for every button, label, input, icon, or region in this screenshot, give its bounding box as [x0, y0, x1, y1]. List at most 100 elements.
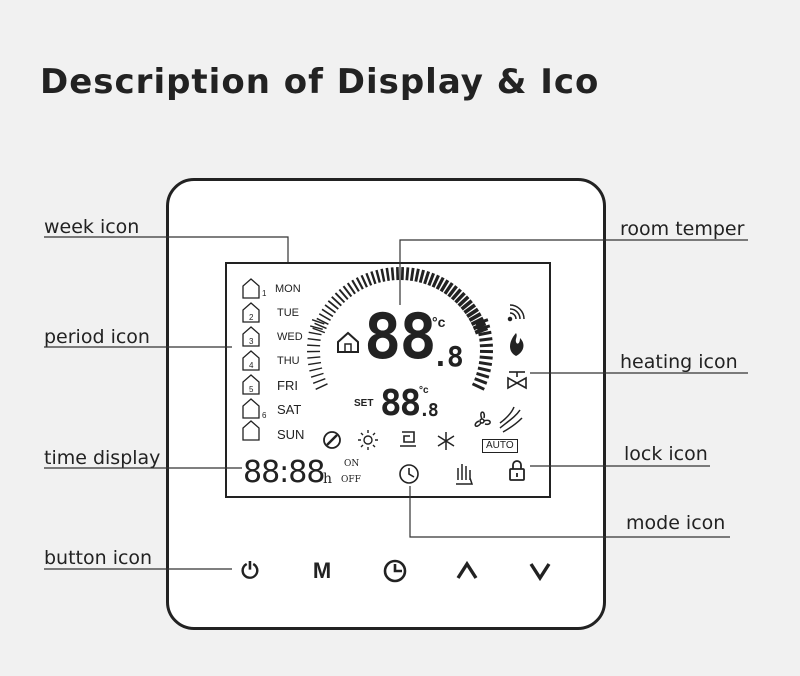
arc-tick [471, 382, 485, 391]
hand-icon [456, 464, 474, 485]
period-5-icon [242, 374, 260, 395]
lock-icon [509, 460, 525, 481]
arc-tick [435, 276, 445, 290]
arc-tick [309, 325, 323, 330]
day-sat: SAT [277, 402, 302, 417]
arc-tick [476, 371, 490, 379]
arc-tick [450, 288, 462, 301]
callout-period-icon: period icon [44, 326, 150, 348]
arc-tick [342, 285, 353, 298]
arc-tick [479, 343, 493, 348]
arc-tick [390, 267, 395, 281]
room-temperature-digits: 88 [364, 300, 437, 373]
arc-tick [443, 282, 454, 295]
arc-tick [423, 271, 431, 285]
fan-icon [474, 411, 491, 427]
arc-tick [427, 272, 436, 286]
lcd-screen [225, 262, 551, 498]
arc-tick [478, 330, 492, 337]
arc-tick [477, 366, 491, 373]
arc-tick [370, 271, 377, 285]
period-3-number: 3 [249, 337, 254, 346]
set-temperature-digits: 88 [380, 383, 421, 424]
down-arrow-icon [529, 563, 551, 582]
arc-tick [409, 267, 415, 282]
sun-icon [358, 430, 378, 450]
leader-week [44, 236, 289, 262]
arc-tick [307, 337, 321, 341]
floor-heating-icon [400, 431, 416, 447]
arc-tick [310, 372, 324, 378]
arc-tick [327, 300, 339, 310]
arc-tick [478, 361, 493, 367]
arc-tick [307, 356, 321, 359]
flame-icon [510, 333, 524, 356]
arc-tick [472, 321, 487, 331]
callout-time-display: time display [44, 447, 161, 469]
period-6-number: 6 [262, 411, 267, 420]
power-button[interactable]: ⏻ [241, 558, 259, 583]
arc-tick [334, 292, 346, 304]
arc-tick [466, 307, 479, 318]
period-1-icon [242, 278, 260, 299]
timer-off-label: OFF [341, 475, 361, 485]
leader-room [399, 239, 748, 305]
callout-lock-icon: lock icon [624, 443, 708, 465]
arc-tick [331, 296, 342, 307]
arc-tick [460, 299, 473, 311]
period-4-icon [242, 350, 260, 371]
valve-icon [507, 371, 527, 390]
callout-room-temperature: room temper [620, 218, 745, 240]
leader-mode [409, 486, 730, 538]
arc-tick [312, 327, 326, 334]
arc-tick [470, 316, 485, 327]
wifi-icon [507, 304, 525, 322]
period-6-icon [242, 398, 260, 419]
time-unit: h [323, 471, 333, 487]
arc-tick [474, 326, 489, 335]
arc-tick [475, 318, 489, 326]
arc-tick [439, 279, 450, 293]
arc-tick [321, 308, 334, 318]
room-temperature-decimal: .8 [432, 340, 464, 373]
eco-icon [323, 431, 341, 449]
arc-tick [312, 378, 326, 384]
arc-tick [311, 319, 325, 325]
period-7-icon [242, 420, 260, 441]
arc-tick [447, 285, 458, 298]
period-1-number: 1 [262, 289, 267, 298]
arc-tick [418, 269, 425, 283]
period-4-number: 4 [249, 361, 254, 370]
arc-tick [346, 282, 356, 295]
callout-week-icon: week icon [44, 216, 140, 238]
day-thu: THU [277, 355, 300, 367]
arc-tick [405, 267, 410, 281]
arc-tick [360, 274, 368, 288]
arc-tick [479, 355, 493, 360]
set-label: SET [354, 398, 374, 409]
auto-badge: AUTO [482, 439, 518, 453]
arc-tick [308, 331, 322, 336]
day-wed: WED [277, 331, 303, 343]
set-temperature-unit: °c [419, 385, 429, 396]
day-sun: SUN [277, 427, 305, 442]
up-arrow-icon [456, 560, 478, 579]
arc-tick [338, 288, 349, 300]
arc-tick [324, 304, 337, 314]
arc-tick [314, 322, 327, 330]
arc-tick [414, 268, 420, 282]
arc-tick [431, 274, 440, 288]
callout-button-icon: button icon [44, 547, 153, 569]
clock-icon [399, 464, 419, 484]
time-display: 88:88 [243, 455, 325, 490]
arc-tick [318, 313, 331, 321]
mode-button[interactable]: M [312, 558, 332, 583]
arc-tick [315, 383, 328, 390]
callout-heating-icon: heating icon [620, 351, 738, 373]
arc-tick [457, 295, 470, 307]
snowflake-icon [437, 432, 455, 450]
